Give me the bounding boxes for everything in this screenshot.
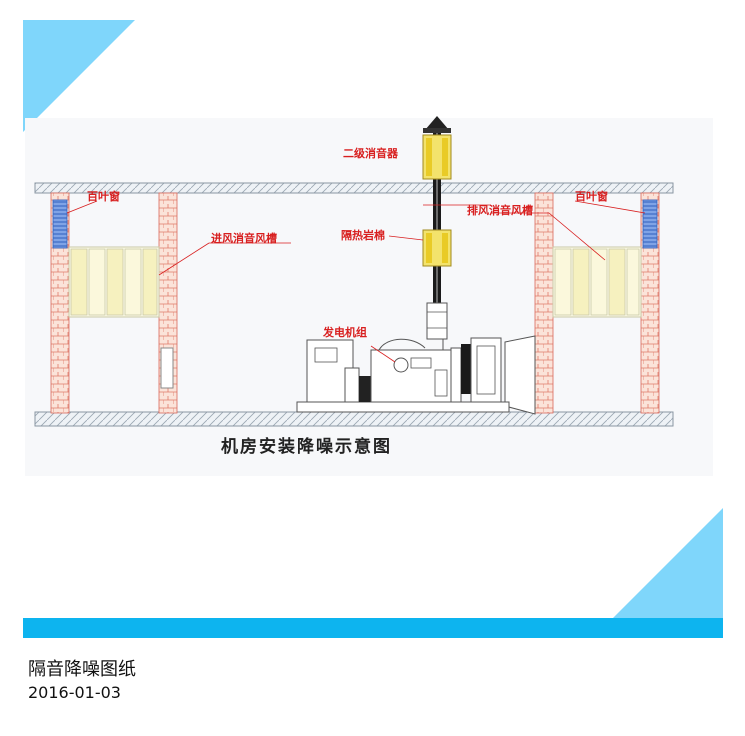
right-louver-window <box>642 199 658 249</box>
floor-slab <box>34 411 674 427</box>
caption-title[interactable]: 隔音降噪图纸 <box>28 659 136 680</box>
caption-date: 2016-01-03 <box>28 683 121 702</box>
label-insulation: 隔热岩棉 <box>341 228 385 242</box>
label-intake-duct: 进风消音风槽 <box>211 231 277 245</box>
left-louver-window <box>52 199 68 249</box>
accent-bar <box>23 618 723 638</box>
insulation-band-2 <box>442 233 448 263</box>
label-louver-right: 百叶窗 <box>575 189 608 203</box>
top-left-triangle <box>23 20 135 132</box>
intake-duct-baffles <box>68 246 160 318</box>
ceiling-slab <box>34 182 674 194</box>
right-inner-wall <box>534 192 554 414</box>
label-secondary-muffler: 二级消音器 <box>343 146 399 160</box>
chimney-cap-base <box>423 128 451 133</box>
secondary-muffler-band <box>426 138 432 176</box>
intake-opening <box>160 347 174 389</box>
label-exhaust-duct: 排风消音风槽 <box>467 203 533 217</box>
generator-set <box>296 337 510 413</box>
bottom-right-triangle <box>613 508 723 618</box>
label-louver-left: 百叶窗 <box>87 189 120 203</box>
noise-reduction-diagram: 二级消音器 百叶窗 百叶窗 进风消音风槽 排风消音风槽 隔热岩棉 发电机组 机房… <box>23 20 723 618</box>
label-generator: 发电机组 <box>322 325 367 339</box>
diagram-title: 机房安装降噪示意图 <box>221 436 392 457</box>
chimney-cap <box>425 116 449 130</box>
leader-lines <box>66 200 646 363</box>
exhaust-pipe-inner <box>436 133 438 303</box>
exhaust-duct-baffles <box>552 246 642 318</box>
primary-muffler <box>426 302 448 340</box>
exhaust-hood <box>504 335 536 415</box>
insulation-band <box>426 233 432 263</box>
secondary-muffler-band-2 <box>442 138 448 176</box>
